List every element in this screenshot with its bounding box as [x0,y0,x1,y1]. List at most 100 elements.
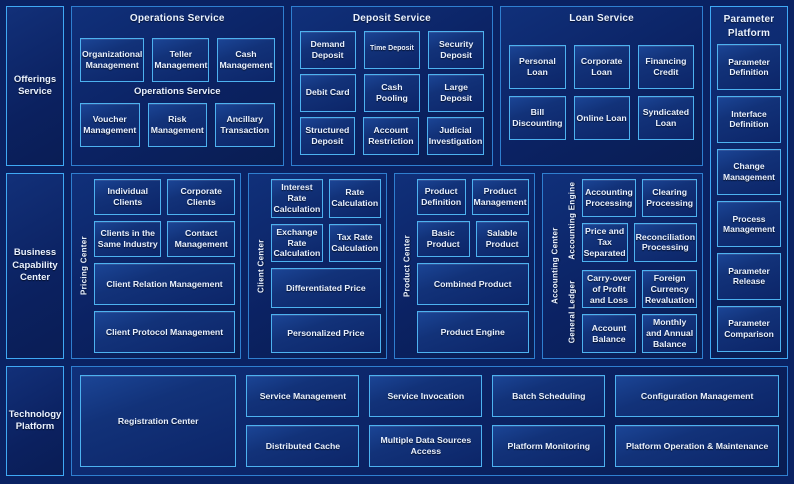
card-price-and-tax-separated[interactable]: Price and Tax Separated [581,223,628,262]
card-personal-loan[interactable]: Personal Loan [509,45,566,89]
card-product-management[interactable]: Product Management [471,179,529,215]
card-service-management[interactable]: Service Management [246,375,360,417]
card-structured-deposit[interactable]: Structured Deposit [299,116,356,155]
group-operations-service: Operations Service Organizational Manage… [71,6,284,166]
business-capability-center-row: Business Capability Center Pricing Cente… [6,173,788,359]
technology-column-1: Service Management Distributed Cache [246,375,360,467]
card-basic-product[interactable]: Basic Product [416,221,470,257]
card-time-deposit[interactable]: Time Deposit [363,30,421,69]
card-clients-in-the-same-industry[interactable]: Clients in the Same Industry [94,221,162,257]
card-cash-pooling[interactable]: Cash Pooling [363,73,421,112]
group-accounting-center: Accounting Center Accounting Engine Acco… [541,173,703,359]
card-interest-rate-calculation[interactable]: Interest Rate Calculation [270,179,323,218]
card-registration-center[interactable]: Registration Center [80,375,237,467]
group-vlabel-pricing-center: Pricing Center [79,236,89,296]
deposit-service-row-3: Structured Deposit Account Restriction J… [299,116,485,155]
card-personalized-price[interactable]: Personalized Price [270,313,381,353]
card-multiple-data-sources-access[interactable]: Multiple Data Sources Access [369,425,483,467]
subgroup-vlabel-general-ledger: General Ledger [567,279,577,343]
card-batch-scheduling[interactable]: Batch Scheduling [492,375,606,417]
card-rate-calculation[interactable]: Rate Calculation [328,179,381,218]
card-parameter-release[interactable]: Parameter Release [717,253,781,300]
card-organizational-management[interactable]: Organizational Management [80,38,145,82]
card-platform-monitoring[interactable]: Platform Monitoring [492,425,606,467]
group-client-center: Client Center Interest Rate Calculation … [247,173,387,359]
card-monthly-and-annual-balance[interactable]: Monthly and Annual Balance [642,314,698,353]
card-corporate-loan[interactable]: Corporate Loan [573,45,630,89]
card-judicial-investigation[interactable]: Judicial Investigation [426,116,485,155]
card-foreign-currency-revaluation[interactable]: Foreign Currency Revaluation [642,269,698,309]
card-parameter-comparison[interactable]: Parameter Comparison [717,305,781,352]
card-demand-deposit[interactable]: Demand Deposit [299,30,356,69]
row-label-business-capability-center: Business Capability Center [6,173,64,359]
card-individual-clients[interactable]: Individual Clients [94,179,162,215]
card-clearing-processing[interactable]: Clearing Processing [642,179,698,218]
group-title-operations-service: Operations Service [129,13,225,24]
card-client-protocol-management[interactable]: Client Protocol Management [94,311,235,353]
group-parameter-platform: Parameter Platform Parameter Definition … [710,6,788,359]
card-product-definition[interactable]: Product Definition [416,179,466,215]
group-deposit-service: Deposit Service Demand Deposit Time Depo… [290,6,494,166]
card-distributed-cache[interactable]: Distributed Cache [246,425,360,467]
group-title-loan-service: Loan Service [569,13,634,24]
group-product-center: Product Center Product Definition Produc… [393,173,535,359]
technology-platform-row: Technology Platform Registration Center … [6,366,788,476]
technology-column-2: Service Invocation Multiple Data Sources… [369,375,483,467]
parameter-platform-title-line-2: Platform [727,27,771,39]
technology-column-3: Batch Scheduling Platform Monitoring [492,375,606,467]
card-account-restriction[interactable]: Account Restriction [363,116,419,155]
group-vlabel-product-center: Product Center [402,235,412,297]
group-title-deposit-service: Deposit Service [352,13,431,24]
subgroup-accounting-engine: Accounting Engine Accounting Processing … [565,179,698,262]
card-debit-card[interactable]: Debit Card [299,73,356,112]
card-platform-operation-and-maintenance[interactable]: Platform Operation & Maintenance [615,425,780,467]
card-interface-definition[interactable]: Interface Definition [717,96,781,143]
group-pricing-center: Pricing Center Individual Clients Corpor… [71,173,241,359]
group-vlabel-accounting-center: Accounting Center [550,227,560,305]
card-client-relation-management[interactable]: Client Relation Management [94,263,235,305]
card-carry-over-of-profit-and-loss[interactable]: Carry-over of Profit and Loss [581,269,637,309]
row-label-technology-platform: Technology Platform [6,366,64,476]
group-title-parameter-platform: Parameter Platform [717,11,781,44]
card-service-invocation[interactable]: Service Invocation [369,375,483,417]
subgroup-vlabel-accounting-engine: Accounting Engine [567,181,577,260]
card-large-deposit[interactable]: Large Deposit [428,73,485,112]
group-vlabel-client-center: Client Center [256,239,266,293]
card-teller-management[interactable]: Teller Management [152,38,210,82]
group-loan-service: Loan Service Personal Loan Corporate Loa… [500,6,703,166]
card-syndicated-loan[interactable]: Syndicated Loan [637,96,695,140]
card-ancillary-transaction[interactable]: Ancillary Transaction [215,103,275,147]
deposit-service-row-2: Debit Card Cash Pooling Large Deposit [299,73,485,112]
card-salable-product[interactable]: Salable Product [475,221,529,257]
loan-service-row-2: Bill Discounting Online Loan Syndicated … [509,96,695,140]
card-differentiated-price[interactable]: Differentiated Price [270,268,381,308]
group-technology-platform: Registration Center Service Management D… [71,366,788,476]
card-financing-credit[interactable]: Financing Credit [637,45,695,89]
offerings-service-row: Offerings Service Operations Service Org… [6,6,788,166]
card-exchange-rate-calculation[interactable]: Exchange Rate Calculation [270,223,323,263]
technology-column-4: Configuration Management Platform Operat… [615,375,780,467]
loan-service-row-1: Personal Loan Corporate Loan Financing C… [509,45,695,89]
card-account-balance[interactable]: Account Balance [581,314,637,353]
card-product-engine[interactable]: Product Engine [416,311,529,353]
card-accounting-processing[interactable]: Accounting Processing [581,179,637,218]
card-change-management[interactable]: Change Management [717,148,781,195]
card-corporate-clients[interactable]: Corporate Clients [167,179,235,215]
card-contact-management[interactable]: Contact Management [167,221,235,257]
card-security-deposit[interactable]: Security Deposit [428,30,485,69]
card-voucher-management[interactable]: Voucher Management [80,103,140,147]
card-risk-management[interactable]: Risk Management [147,103,208,147]
group-title-operations-service-duplicate: Operations Service [133,86,221,97]
operations-service-row-1: Organizational Management Teller Managem… [80,38,275,82]
card-bill-discounting[interactable]: Bill Discounting [509,96,566,140]
card-process-management[interactable]: Process Management [717,200,781,248]
card-combined-product[interactable]: Combined Product [416,263,529,305]
row-label-offerings-service: Offerings Service [6,6,64,166]
card-online-loan[interactable]: Online Loan [573,96,630,140]
card-configuration-management[interactable]: Configuration Management [615,375,780,417]
card-tax-rate-calculation[interactable]: Tax Rate Calculation [328,223,381,263]
card-reconciliation-processing[interactable]: Reconciliation Processing [633,223,697,262]
card-cash-management[interactable]: Cash Management [217,38,275,82]
card-parameter-definition[interactable]: Parameter Definition [717,44,781,91]
